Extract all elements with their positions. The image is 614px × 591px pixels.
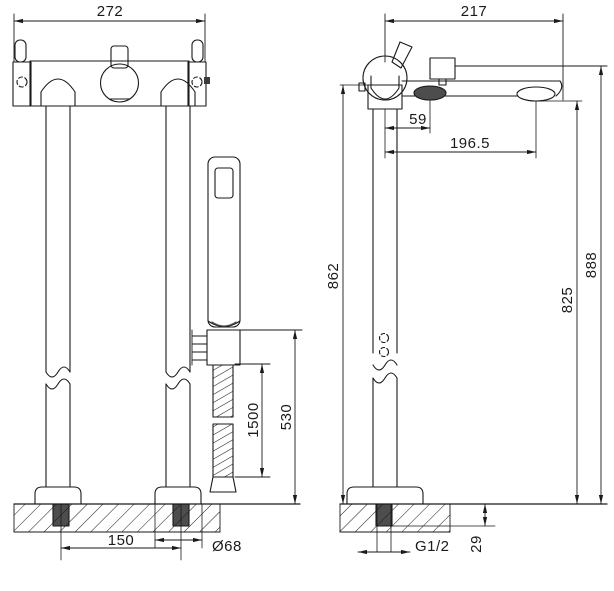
left-endcap-circle-mark xyxy=(16,76,28,88)
hose-lower-segment xyxy=(212,423,234,478)
dim-label-59: 59 xyxy=(409,111,427,128)
leg-cone-transitions xyxy=(29,78,207,107)
dim-label-1500: 1500 xyxy=(245,402,262,437)
side-leg-break-top xyxy=(372,359,398,371)
dimension-d68 xyxy=(154,503,203,549)
handset-collar-shade xyxy=(211,321,237,327)
dimension-530 xyxy=(239,329,303,505)
dimension-825 xyxy=(535,100,583,505)
control-lever xyxy=(391,41,413,69)
dimension-59 xyxy=(384,99,431,134)
left-leg xyxy=(45,105,71,488)
dimension-29 xyxy=(391,503,496,527)
body-inner-cone xyxy=(370,75,400,100)
right-leg xyxy=(165,105,191,488)
right-flange-outline xyxy=(154,486,202,505)
right-endcap-circle-mark xyxy=(191,76,203,88)
dimension-196-5 xyxy=(384,100,537,159)
right-leg-cone xyxy=(160,78,196,107)
floor-hatch xyxy=(14,504,220,532)
handset-bracket xyxy=(191,329,241,366)
leg-mark-circle-lower xyxy=(378,346,390,358)
dimension-217 xyxy=(384,13,564,101)
left-flange-outline xyxy=(34,486,82,505)
dim-label-217: 217 xyxy=(461,3,488,20)
left-leg-break-bottom xyxy=(45,378,71,390)
floor-ground-front xyxy=(13,503,301,533)
side-floor-hatch xyxy=(340,504,450,532)
spout-outlet xyxy=(516,86,556,102)
floor-ground-side xyxy=(339,503,608,533)
side-view xyxy=(339,13,608,555)
dim-label-29: 29 xyxy=(468,535,485,553)
spout-top-block-tab xyxy=(438,78,447,86)
shower-hose xyxy=(209,364,237,493)
diverter-button xyxy=(413,85,447,101)
right-top-stub xyxy=(191,39,204,63)
temperature-handle-knob xyxy=(99,63,140,103)
handset xyxy=(207,156,241,328)
leg-mark-circle-upper xyxy=(378,332,390,344)
front-view xyxy=(12,13,303,561)
side-leg xyxy=(372,108,398,488)
dim-label-150: 150 xyxy=(108,532,135,549)
hose-end-connector xyxy=(209,476,237,493)
dimension-272 xyxy=(13,13,206,63)
dimension-1500 xyxy=(234,363,271,478)
dim-label-272: 272 xyxy=(97,3,124,20)
dimension-labels: 272 150 Ø68 530 1500 217 196.5 59 862 88… xyxy=(97,3,600,555)
right-leg-break-bottom xyxy=(165,378,191,390)
mixer-body-front xyxy=(12,39,210,107)
index-mark xyxy=(204,77,210,84)
dim-label-862: 862 xyxy=(325,263,342,290)
dim-label-825: 825 xyxy=(559,287,576,314)
right-leg-break-top xyxy=(165,366,191,378)
dim-label-888: 888 xyxy=(583,252,600,279)
dim-label-196-5: 196.5 xyxy=(450,135,490,152)
left-leg-break-top xyxy=(45,366,71,378)
left-leg-cone xyxy=(40,78,76,107)
hose-upper-segment xyxy=(212,364,234,418)
handset-face-plate xyxy=(214,167,234,199)
dim-label-530: 530 xyxy=(278,404,295,431)
dimension-862 xyxy=(339,84,369,505)
body-round-side xyxy=(362,55,408,101)
spout-end-curve xyxy=(555,80,563,97)
temperature-handle-stem xyxy=(110,45,129,69)
side-flange-outline xyxy=(346,486,424,505)
left-top-stub xyxy=(14,39,27,63)
side-leg-break-bottom xyxy=(372,372,398,384)
dim-label-g12: G1/2 xyxy=(415,538,450,555)
body-side-nub xyxy=(358,82,366,92)
dim-label-d68: Ø68 xyxy=(212,538,242,555)
